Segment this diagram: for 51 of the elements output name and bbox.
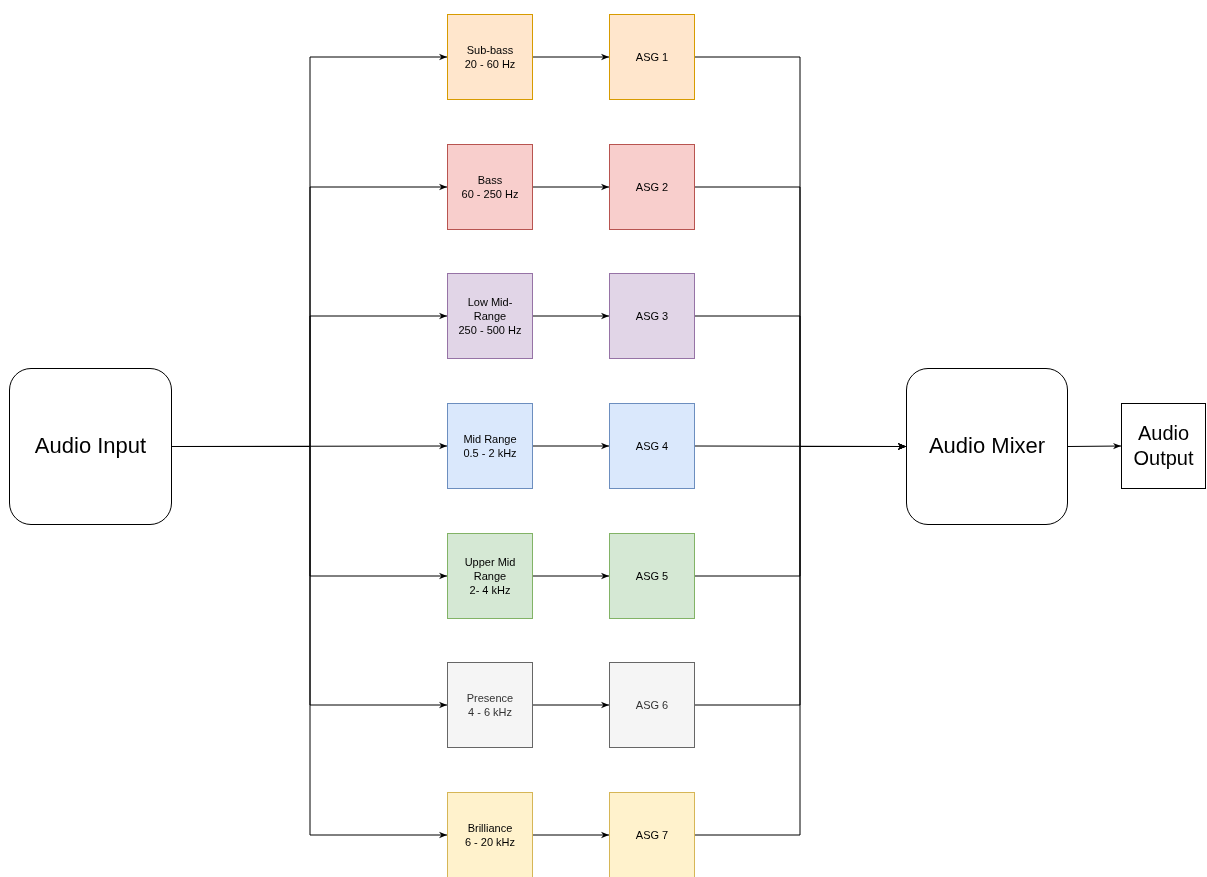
process-box xyxy=(609,792,695,877)
band-name: Sub-bass xyxy=(466,42,514,57)
process-box xyxy=(609,533,695,619)
process-box xyxy=(609,273,695,359)
process-box xyxy=(609,403,695,489)
filter-box xyxy=(447,273,533,359)
node-label: ASG 1 xyxy=(635,49,669,65)
band-name: Low Mid-Range xyxy=(466,294,514,324)
output-box xyxy=(1121,403,1206,489)
node-label: ASG 2 xyxy=(635,179,669,195)
frequency-range: 20 - 60 Hz xyxy=(464,57,516,72)
node-label: Audio Mixer xyxy=(928,432,1046,461)
band-name: Presence xyxy=(466,690,514,705)
arrow xyxy=(694,443,907,450)
node-label: ASG 6 xyxy=(635,697,669,713)
arrow xyxy=(532,701,610,709)
node-label: ASG 5 xyxy=(635,568,669,584)
node-label: ASG 4 xyxy=(635,438,669,454)
node-label: Audio Input xyxy=(34,432,147,461)
arrow xyxy=(532,183,610,191)
frequency-range: 60 - 250 Hz xyxy=(461,187,519,202)
frequency-range: 6 - 20 kHz xyxy=(464,835,516,850)
band-name: Bass xyxy=(477,172,503,187)
arrow xyxy=(532,831,610,839)
arrow xyxy=(532,53,610,61)
arrow xyxy=(532,442,610,450)
band-name: Mid Range xyxy=(463,431,517,446)
frequency-range: 0.5 - 2 kHz xyxy=(463,446,517,461)
filter-box xyxy=(447,792,533,877)
frequency-range: 4 - 6 kHz xyxy=(468,705,512,720)
arrow xyxy=(532,572,610,580)
process-box xyxy=(609,662,695,748)
process-box xyxy=(609,14,695,100)
arrow xyxy=(1067,442,1122,450)
frequency-range: 2- 4 kHz xyxy=(469,583,511,598)
node-label: ASG 3 xyxy=(635,308,669,324)
filter-box xyxy=(447,144,533,230)
node-label: ASG 7 xyxy=(635,827,669,843)
rounded-box xyxy=(9,368,172,525)
filter-box xyxy=(447,533,533,619)
rounded-box xyxy=(906,368,1068,525)
filter-box xyxy=(447,403,533,489)
process-box xyxy=(609,144,695,230)
frequency-range: 250 - 500 Hz xyxy=(458,323,522,338)
arrow xyxy=(532,312,610,320)
band-name: Upper Mid Range xyxy=(463,554,517,584)
filter-box xyxy=(447,662,533,748)
band-name: Brilliance xyxy=(467,820,513,835)
filter-box xyxy=(447,14,533,100)
arrow xyxy=(694,443,907,836)
node-label: Audio Output xyxy=(1132,421,1195,471)
